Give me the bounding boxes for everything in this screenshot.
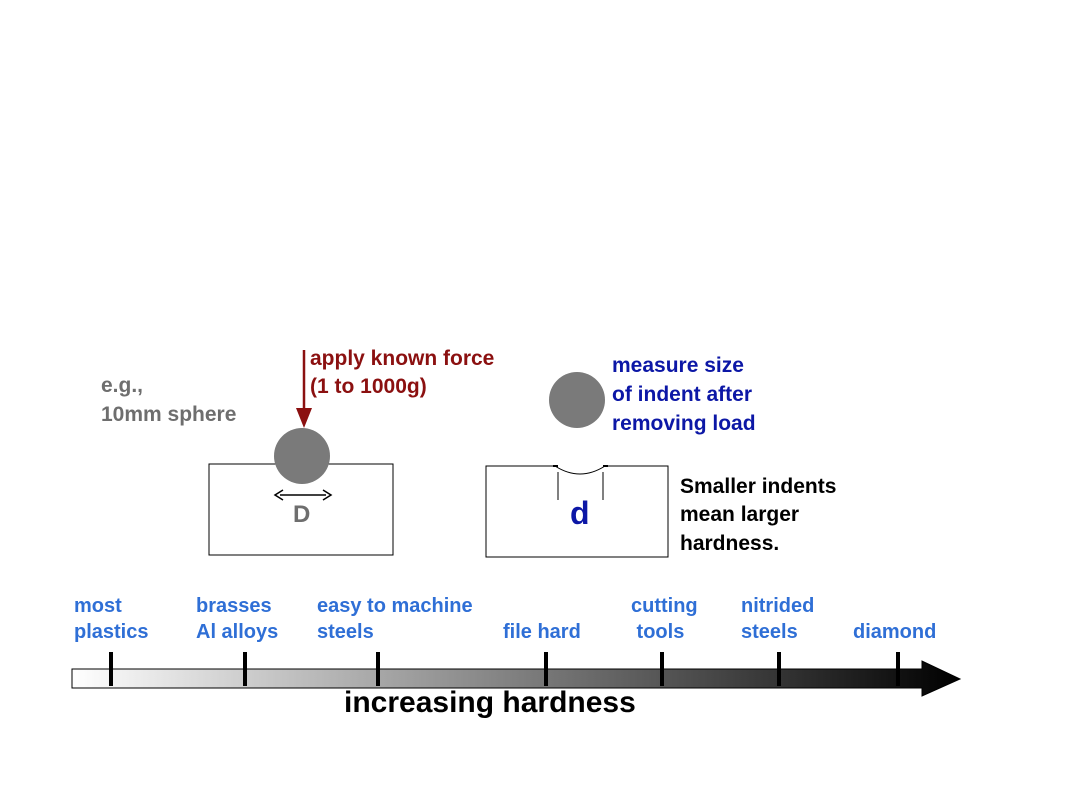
measure-label-line3: removing load [612, 412, 756, 435]
note-line2: mean larger [680, 503, 799, 526]
scale-label-diamond: diamond [853, 621, 936, 643]
hardness-gradient-arrow [71, 660, 962, 697]
diameter-label: D [293, 501, 310, 528]
removed-sphere [549, 372, 605, 428]
force-label-line2: (1 to 1000g) [310, 375, 427, 398]
measure-label-line1: measure size [612, 354, 744, 377]
sphere-label-line2: 10mm sphere [101, 403, 236, 426]
scale-label-nitrided-line2: steels [741, 621, 798, 643]
scale-label-cutting-tools-line2: tools [631, 621, 684, 643]
scale-label-machine-steels-line2: steels [317, 621, 374, 643]
sphere-label-line1: e.g., [101, 374, 143, 397]
scale-label-brasses-line2: Al alloys [196, 621, 278, 643]
note-line3: hardness. [680, 532, 779, 555]
force-label-line1: apply known force [310, 347, 494, 370]
scale-label-machine-steels-line1: easy to machine [317, 595, 473, 617]
scale-label-plastics-line2: plastics [74, 621, 148, 643]
scale-label-cutting-tools-line1: cutting [631, 595, 698, 617]
force-arrow [296, 350, 312, 428]
measure-label-line2: of indent after [612, 383, 752, 406]
right-panel: measure size of indent after removing lo… [485, 354, 836, 558]
diameter-arrow [273, 489, 333, 501]
scale-label-brasses-line1: brasses [196, 595, 272, 617]
scale-axis-label: increasing hardness [344, 686, 636, 719]
scale-label-nitrided-line1: nitrided [741, 595, 814, 617]
indent-label: d [570, 495, 590, 531]
indenter-sphere [274, 428, 330, 484]
scale-label-file-hard: file hard [503, 621, 581, 643]
scale-label-plastics-line1: most [74, 595, 122, 617]
left-panel: e.g., 10mm sphere apply known force (1 t… [101, 347, 494, 556]
hardness-scale: most plastics brasses Al alloys easy to … [71, 595, 962, 719]
note-line1: Smaller indents [680, 475, 836, 498]
specimen-block-right [485, 465, 669, 558]
indent-markers [553, 465, 608, 500]
